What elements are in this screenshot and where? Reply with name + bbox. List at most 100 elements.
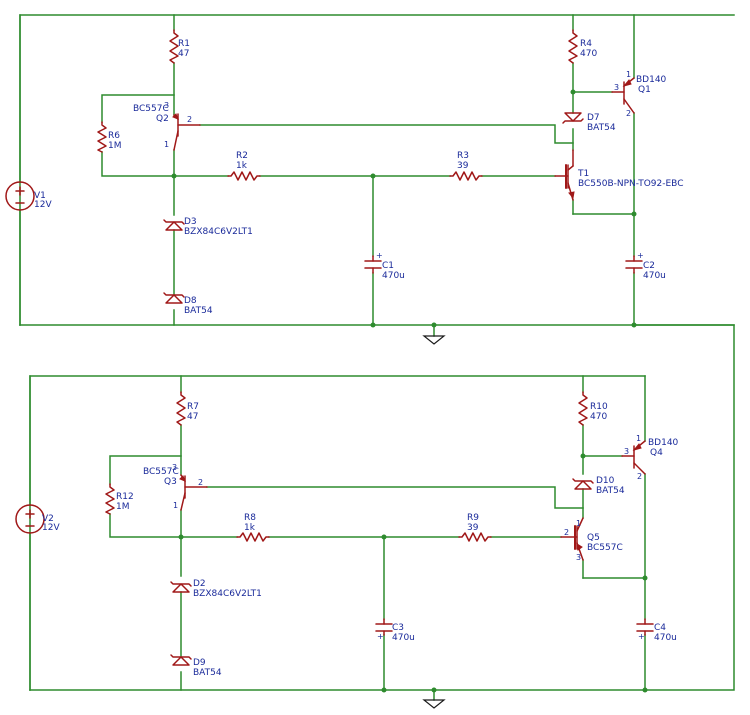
voltage-source-v1: V1 12V [5, 181, 52, 211]
resistor-r4: R4 470 [568, 29, 597, 64]
r8-ref: R8 [244, 513, 256, 523]
resistor-r3: R3 39 [449, 151, 483, 181]
resistor-r10: R10 470 [578, 391, 608, 426]
q4-pin-2: 2 [637, 472, 642, 481]
capacitor-c1: + C1 470u [364, 251, 405, 281]
resistor-r9: R9 39 [458, 513, 492, 542]
q2-value: BC557C [133, 104, 169, 114]
q1-pin-3: 3 [614, 83, 619, 92]
q4-pin-1: 1 [636, 434, 641, 443]
q1-pin-2: 2 [626, 109, 631, 118]
q3-value: BC557C [143, 467, 179, 477]
transistor-q4: BD140 Q4 1 3 2 [621, 434, 679, 481]
t1-ref: T1 [577, 169, 589, 179]
c3-ref: C3 [392, 623, 404, 633]
c4-plus: + [638, 632, 645, 641]
r6-ref: R6 [108, 131, 120, 141]
r3-value: 39 [457, 161, 469, 171]
d3-value: BZX84C6V2LT1 [184, 227, 253, 237]
r6-value: 1M [108, 141, 122, 151]
q2-pin-1: 1 [164, 140, 169, 149]
capacitor-c3: + C3 470u [375, 618, 415, 643]
r7-value: 47 [187, 412, 198, 422]
resistor-r1: R1 47 [169, 29, 190, 64]
q5-ref: Q5 [587, 533, 600, 543]
d2-value: BZX84C6V2LT1 [193, 589, 262, 599]
q3-pin-3: 3 [172, 463, 177, 472]
d7-ref: D7 [587, 113, 600, 123]
r8-value: 1k [244, 523, 256, 533]
resistor-r2: R2 1k [227, 151, 261, 181]
v2-value: 12V [42, 523, 60, 533]
r9-value: 39 [467, 523, 479, 533]
r2-ref: R2 [236, 151, 248, 161]
r12-ref: R12 [116, 492, 134, 502]
diode-d8: D8 BAT54 [163, 292, 213, 316]
resistor-r12: R12 1M [105, 483, 134, 515]
q3-ref: Q3 [164, 477, 177, 487]
r1-ref: R1 [178, 39, 190, 49]
d2-ref: D2 [193, 579, 206, 589]
t1-value: BC550B-NPN-TO92-EBC [578, 179, 683, 189]
r4-ref: R4 [580, 39, 592, 49]
transistor-q1: BD140 Q1 1 3 2 [611, 70, 667, 118]
r1-value: 47 [178, 49, 189, 59]
q5-value: BC557C [587, 543, 623, 553]
ground-symbol-top [422, 335, 446, 345]
q4-pin-3: 3 [624, 447, 629, 456]
wires-bottom [29, 375, 646, 701]
d10-value: BAT54 [596, 486, 625, 496]
c4-ref: C4 [654, 623, 666, 633]
q3-pin-2: 2 [198, 478, 203, 487]
c1-value: 470u [382, 271, 405, 281]
q5-pin-1: 1 [576, 519, 581, 528]
diode-d7: D7 BAT54 [562, 112, 616, 133]
d9-value: BAT54 [193, 668, 222, 678]
c2-plus: + [637, 251, 644, 260]
r7-ref: R7 [187, 402, 199, 412]
c1-plus: + [376, 251, 383, 260]
diode-d10: D10 BAT54 [572, 476, 625, 496]
voltage-source-v2: V2 12V [15, 504, 60, 534]
q1-pin-1: 1 [626, 70, 631, 79]
diode-d9: D9 BAT54 [170, 654, 222, 678]
v2-ref: V2 [42, 514, 54, 524]
q4-ref: Q4 [650, 448, 663, 458]
resistor-r7: R7 47 [176, 391, 199, 426]
v1-ref: V1 [34, 191, 46, 201]
q2-ref: Q2 [156, 114, 169, 124]
r12-value: 1M [116, 502, 130, 512]
q2-pin-3: 3 [164, 101, 169, 110]
transistor-q3: BC557C Q3 3 2 1 [143, 463, 208, 511]
q1-ref: Q1 [638, 85, 651, 95]
transistor-t1: T1 BC550B-NPN-TO92-EBC [554, 149, 683, 201]
d3-ref: D3 [184, 217, 197, 227]
c2-ref: C2 [643, 261, 655, 271]
r2-value: 1k [236, 161, 248, 171]
q4-value: BD140 [648, 438, 679, 448]
d9-ref: D9 [193, 658, 206, 668]
ground-symbol-bottom [422, 699, 446, 709]
c3-value: 470u [392, 633, 415, 643]
junctions [171, 89, 648, 693]
wires-top [19, 14, 735, 337]
inter-circuit-wire [633, 324, 735, 691]
capacitor-c2: + C2 470u [625, 251, 666, 281]
c4-value: 470u [654, 633, 677, 643]
resistor-r6: R6 1M [97, 121, 122, 153]
r10-ref: R10 [590, 402, 608, 412]
capacitor-c4: + C4 470u [636, 618, 677, 643]
diode-d3: D3 BZX84C6V2LT1 [163, 217, 253, 237]
r3-ref: R3 [457, 151, 469, 161]
d8-value: BAT54 [184, 306, 213, 316]
q5-pin-2: 2 [564, 528, 569, 537]
d7-value: BAT54 [587, 123, 616, 133]
v1-value: 12V [34, 200, 52, 210]
r4-value: 470 [580, 49, 597, 59]
d8-ref: D8 [184, 296, 197, 306]
r10-value: 470 [590, 412, 607, 422]
c1-ref: C1 [382, 261, 394, 271]
transistor-q5: Q5 BC557C 1 2 3 [560, 517, 623, 562]
diode-d2: D2 BZX84C6V2LT1 [170, 579, 262, 599]
